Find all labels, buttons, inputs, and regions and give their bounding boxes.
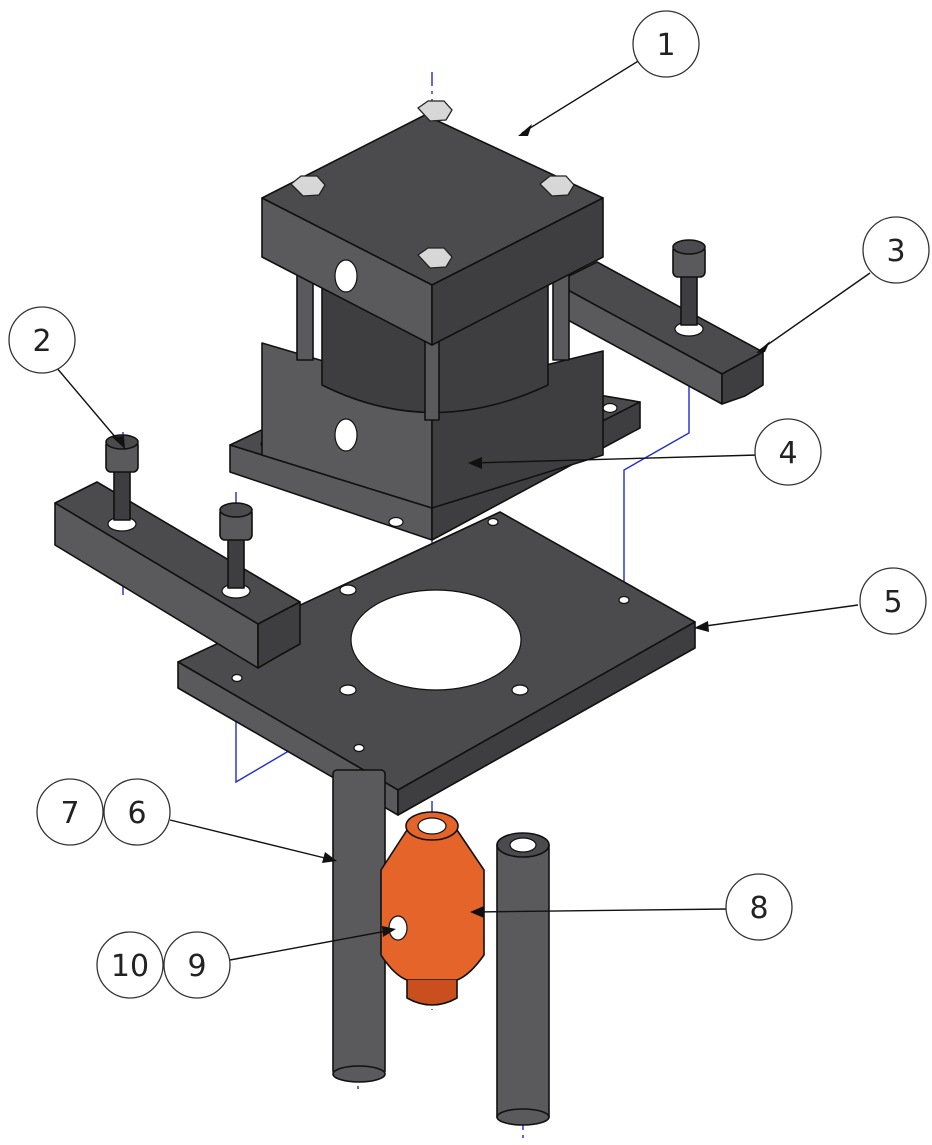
cap-port	[334, 259, 358, 293]
hex-nut	[417, 100, 453, 122]
balloon-label: 1	[656, 28, 675, 63]
left-clamp-bar	[54, 481, 301, 669]
leader-4	[471, 454, 759, 464]
right-bolt-top	[672, 239, 706, 255]
balloon-label: 4	[778, 436, 797, 471]
balloon-label: 10	[111, 949, 149, 984]
balloon-label: 7	[60, 796, 79, 831]
right-bolt-centerline	[623, 370, 690, 625]
balloon-1: 1	[632, 10, 700, 78]
cylinder-top-cap	[261, 100, 604, 346]
balloon-circle	[36, 778, 104, 846]
hex-nut	[290, 175, 326, 197]
balloon-3: 3	[862, 216, 930, 284]
arrowhead	[112, 436, 125, 449]
lower-block-port	[334, 418, 358, 452]
left-bar-end-face	[257, 601, 301, 669]
balloon-label: 9	[187, 949, 206, 984]
arrowhead	[756, 341, 770, 353]
base-plate-bore	[350, 589, 522, 691]
leader-8	[474, 908, 729, 913]
balloon-circle	[8, 306, 76, 374]
arrowhead	[322, 852, 337, 863]
base-plate-hole	[618, 595, 630, 605]
balloon-label: 6	[127, 796, 146, 831]
balloon-circle	[163, 931, 231, 999]
front-bolt-top	[219, 502, 253, 518]
front-bolt	[219, 502, 253, 589]
balloon-circle	[725, 873, 793, 941]
arrowhead	[694, 621, 709, 632]
balloon-circle	[862, 216, 930, 284]
balloon-7: 7	[36, 778, 104, 846]
base-plate-hole	[511, 684, 529, 696]
base-plate-hole	[339, 584, 357, 596]
left-bolt-shank	[113, 469, 131, 521]
balloon-label: 2	[32, 324, 51, 359]
leader-3	[759, 272, 871, 351]
balloon-label: 5	[883, 585, 902, 620]
rod-right-bore	[509, 837, 537, 853]
balloon-label: 8	[749, 891, 768, 926]
rod-right-body	[496, 844, 550, 1118]
hex-nut	[539, 175, 575, 197]
leader-1	[521, 59, 641, 134]
base-plate	[177, 511, 696, 816]
coupler-threaded-hole	[417, 817, 447, 835]
balloon-5: 5	[859, 567, 927, 635]
right-bar-end-face	[721, 351, 764, 405]
leader-6	[169, 819, 334, 861]
cap-side-face	[431, 197, 604, 346]
coupler-body	[380, 818, 485, 981]
balloon-circle	[859, 567, 927, 635]
balloon-2: 2	[8, 306, 76, 374]
balloon-9: 9	[163, 931, 231, 999]
leaders	[55, 59, 871, 961]
arrowhead	[468, 457, 482, 469]
balloon-circle	[632, 10, 700, 78]
orange-coupler	[380, 811, 485, 1006]
guide-rod-left	[332, 769, 386, 1083]
base-plate-hole	[487, 517, 499, 527]
balloon-circle	[96, 931, 164, 999]
balloon-6: 6	[103, 778, 171, 846]
flange-hole	[602, 402, 618, 414]
balloon-10: 10	[96, 931, 164, 999]
balloon-circle	[754, 418, 822, 486]
base-plate-side-face	[397, 621, 696, 816]
base-plate-hole	[353, 743, 365, 753]
balloon-circle	[103, 778, 171, 846]
arrowhead	[470, 906, 484, 918]
leader-5	[697, 604, 859, 628]
base-plate-hole	[231, 673, 243, 683]
leader-2	[55, 366, 123, 446]
hex-nut	[417, 247, 453, 269]
balloon-4: 4	[754, 418, 822, 486]
rod-left-end	[332, 1065, 386, 1083]
balloon-label: 3	[886, 234, 905, 269]
balloon-8: 8	[725, 873, 793, 941]
flange-hole	[388, 516, 404, 528]
rod-right-end	[496, 1108, 550, 1126]
leader-9	[229, 929, 393, 961]
coupler-bottom-neck	[406, 980, 458, 1006]
base-plate-hole	[339, 684, 357, 696]
right-clamp-bar	[554, 261, 764, 405]
rod-left-body	[332, 769, 386, 1076]
coupler-side-port	[388, 915, 408, 941]
right-bolt	[672, 239, 706, 326]
right-bolt-shank	[680, 274, 698, 326]
arrowhead	[518, 124, 532, 136]
guide-rod-right	[496, 832, 550, 1126]
front-bolt-shank	[227, 537, 245, 589]
arrowhead	[382, 926, 396, 937]
